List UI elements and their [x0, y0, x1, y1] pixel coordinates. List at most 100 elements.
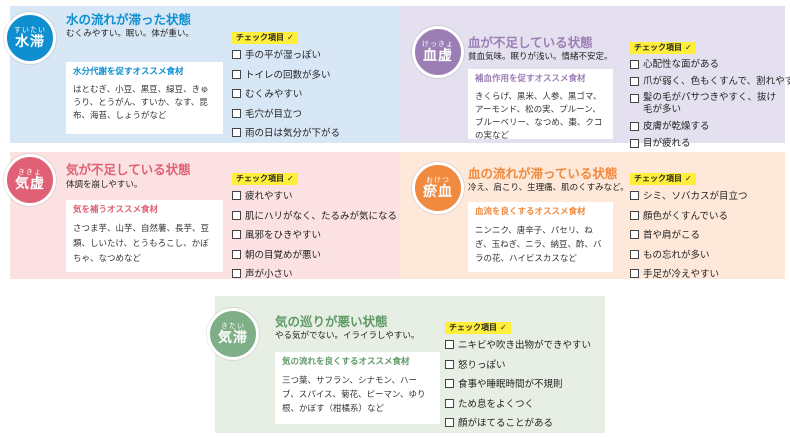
check-mark-icon: ✓	[500, 323, 507, 332]
kitai-food-box: 気の流れを良くするオススメ食材 三つ葉、サフラン、シナモン、ハーブ、スパイス、菊…	[275, 352, 440, 424]
oketsu-food-box: 血流を良くするオススメ食材 ニンニク、唐辛子、パセリ、ねぎ、玉ねぎ、ニラ、納豆、…	[468, 202, 613, 272]
checkbox[interactable]	[630, 77, 639, 86]
checkbox[interactable]	[232, 108, 241, 118]
checkbox[interactable]	[630, 249, 639, 259]
kikyo-title: 気が不足している状態	[66, 162, 191, 177]
kitai-badge: きたい 気滞	[207, 308, 259, 360]
checkbox[interactable]	[445, 418, 454, 427]
suitai-check-label: チェック項目✓	[232, 32, 298, 44]
suitai-badge: すいたい 水滞	[4, 12, 56, 64]
checklist-item[interactable]: 顔がほてることがある	[445, 414, 591, 434]
oketsu-badge-kanji: 瘀血	[423, 184, 453, 200]
checklist-item[interactable]: 手の平が湿っぽい	[232, 46, 340, 66]
kikyo-food-text: さつま芋、山芋、自然薯、長芋、豆類、しいたけ、とうもろこし、かぼちゃ、なつめなど	[73, 224, 210, 264]
oketsu-check-label: チェック項目✓	[630, 173, 696, 185]
kekkyo-food-heading: 補血作用を促すオススメ食材	[475, 74, 586, 84]
card-oketsu: おけつ 瘀血 血の流れが滞っている状態 冷え、肩こり、生理痛、肌のくすみなど。 …	[400, 152, 785, 280]
kikyo-food-heading: 気を補うオススメ食材	[73, 205, 159, 215]
checklist-item[interactable]: 目が疲れる	[630, 135, 790, 152]
oketsu-badge-ruby: おけつ	[426, 176, 450, 184]
checklist-item[interactable]: 朝の目覚めが悪い	[232, 246, 397, 266]
checklist-item[interactable]: シミ、ソバカスが目立つ	[630, 187, 748, 207]
kekkyo-food-box: 補血作用を促すオススメ食材 きくらげ、黒米、人参、黒ゴマ、アーモンド、松の実、プ…	[468, 69, 613, 141]
kikyo-check-label: チェック項目✓	[232, 173, 298, 185]
checklist-item[interactable]: 食事や睡眠時間が不規則	[445, 375, 591, 395]
checklist-item[interactable]: 声が小さい	[232, 265, 397, 285]
checklist-item[interactable]: 爪が弱く、色もくすんで、割れやすい	[630, 73, 790, 90]
checkbox[interactable]	[232, 191, 241, 200]
oketsu-food-text: ニンニク、唐辛子、パセリ、ねぎ、玉ねぎ、ニラ、納豆、酢、バラの花、ハイビスカスな…	[475, 226, 602, 264]
suitai-title: 水の流れが滞った状態	[66, 12, 192, 27]
checkbox[interactable]	[630, 122, 639, 131]
checklist-item[interactable]: 雨の日は気分が下がる	[232, 124, 340, 144]
suitai-subtitle: むくみやすい。眠い。体が重い。	[66, 29, 194, 39]
checkbox[interactable]	[630, 139, 639, 148]
checkbox[interactable]	[630, 94, 639, 103]
checkbox[interactable]	[630, 191, 639, 200]
suitai-checklist: チェック項目✓ 手の平が湿っぽい トイレの回数が多い むくみやすい 毛穴が目立つ…	[232, 25, 340, 144]
checklist-item[interactable]: 怒りっぽい	[445, 356, 591, 376]
card-kikyo: ききょ 気虚 気が不足している状態 体調を崩しやすい。 気を補うオススメ食材 さ…	[4, 152, 400, 280]
checkbox[interactable]	[630, 230, 639, 239]
kikyo-badge-ruby: ききょ	[18, 168, 42, 176]
checkbox[interactable]	[232, 128, 241, 137]
checkbox[interactable]	[232, 210, 241, 220]
kekkyo-food-text: きくらげ、黒米、人参、黒ゴマ、アーモンド、松の実、プルーン、ブルーベリー、なつめ…	[475, 92, 603, 141]
checklist-item[interactable]: ため息をよくつく	[445, 395, 591, 415]
check-mark-icon: ✓	[685, 43, 692, 52]
checkbox[interactable]	[232, 269, 241, 278]
checkbox[interactable]	[445, 340, 454, 349]
checklist-item[interactable]: トイレの回数が多い	[232, 66, 340, 86]
checklist-item[interactable]: ニキビや吹き出物ができやすい	[445, 336, 591, 356]
kikyo-subtitle: 体調を崩しやすい。	[66, 180, 143, 190]
kikyo-checklist: チェック項目✓ 疲れやすい 肌にハリがなく、たるみが気になる 風邪をひきやすい …	[232, 166, 397, 285]
check-mark-icon: ✓	[287, 174, 294, 183]
checklist-item[interactable]: 毛穴が目立つ	[232, 105, 340, 125]
checkbox[interactable]	[232, 249, 241, 259]
kekkyo-badge: けっきょ 血虚	[412, 26, 464, 78]
kekkyo-badge-kanji: 血虚	[423, 48, 453, 64]
checklist-item[interactable]: 皮膚が乾燥する	[630, 118, 790, 135]
card-kekkyo: けっきょ 血虚 血が不足している状態 貧血気味。眠りが浅い。情緒不安定。 補血作…	[400, 6, 790, 149]
card-suitai: すいたい 水滞 水の流れが滞った状態 むくみやすい。眠い。体が重い。 水分代謝を…	[4, 6, 400, 144]
kitai-food-heading: 気の流れを良くするオススメ食材	[282, 357, 410, 367]
kitai-check-label: チェック項目✓	[445, 322, 511, 334]
checkbox[interactable]	[630, 210, 639, 220]
checkbox[interactable]	[445, 359, 454, 369]
kekkyo-title: 血が不足している状態	[468, 35, 593, 50]
kekkyo-check-label: チェック項目✓	[630, 42, 696, 54]
kekkyo-badge-ruby: けっきょ	[422, 40, 454, 48]
oketsu-checklist: チェック項目✓ シミ、ソバカスが目立つ 顔色がくすんでいる 首や肩がこる もの忘…	[630, 166, 748, 285]
kikyo-badge: ききょ 気虚	[4, 154, 56, 206]
checkbox[interactable]	[232, 89, 241, 98]
checklist-item[interactable]: 首や肩がこる	[630, 226, 748, 246]
kitai-badge-ruby: きたい	[221, 322, 245, 330]
checkbox[interactable]	[232, 50, 241, 59]
checklist-item[interactable]: 顔色がくすんでいる	[630, 207, 748, 227]
checkbox[interactable]	[630, 60, 639, 69]
suitai-badge-kanji: 水滞	[15, 34, 45, 50]
checklist-item[interactable]: もの忘れが多い	[630, 246, 748, 266]
kikyo-badge-kanji: 気虚	[15, 176, 45, 192]
checkbox[interactable]	[232, 69, 241, 79]
kitai-badge-kanji: 気滞	[218, 330, 248, 346]
checklist-item[interactable]: 手足が冷えやすい	[630, 265, 748, 285]
card-kitai: きたい 気滞 気の巡りが悪い状態 やる気がでない。イライラしやすい。 気の流れを…	[207, 296, 605, 434]
checklist-item[interactable]: 風邪をひきやすい	[232, 226, 397, 246]
suitai-food-heading: 水分代謝を促すオススメ食材	[73, 67, 184, 77]
check-mark-icon: ✓	[685, 174, 692, 183]
oketsu-food-heading: 血流を良くするオススメ食材	[475, 207, 586, 217]
checkbox[interactable]	[232, 230, 241, 239]
checklist-item[interactable]: 髪の毛がパサつきやすく、抜け毛が多い	[630, 90, 780, 118]
checklist-item[interactable]: 心配性な面がある	[630, 56, 790, 73]
suitai-food-text: はとむぎ、小豆、黒豆、緑豆、きゅうり、とうがん、すいか、なす、昆布、海苔、しょう…	[73, 85, 209, 121]
checklist-item[interactable]: 肌にハリがなく、たるみが気になる	[232, 207, 397, 227]
checklist-item[interactable]: 疲れやすい	[232, 187, 397, 207]
checklist-item[interactable]: むくみやすい	[232, 85, 340, 105]
kitai-subtitle: やる気がでない。イライラしやすい。	[275, 331, 420, 341]
checkbox[interactable]	[630, 269, 639, 278]
check-mark-icon: ✓	[287, 33, 294, 42]
checkbox[interactable]	[445, 379, 454, 388]
kikyo-food-box: 気を補うオススメ食材 さつま芋、山芋、自然薯、長芋、豆類、しいたけ、とうもろこし…	[66, 200, 223, 272]
checkbox[interactable]	[445, 398, 454, 408]
